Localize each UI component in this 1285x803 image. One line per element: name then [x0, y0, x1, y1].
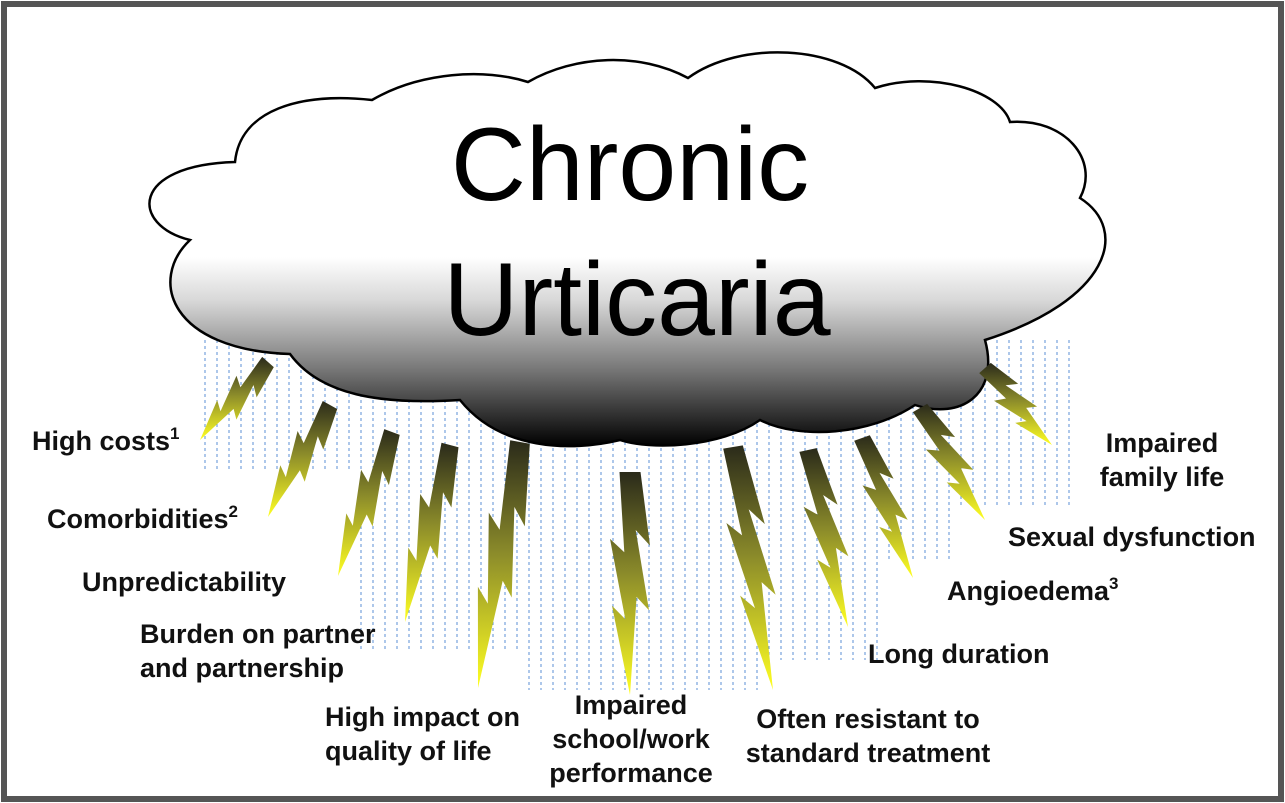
title-line-2: Urticaria: [443, 242, 830, 358]
label-unpredictability: Unpredictability: [82, 567, 286, 597]
title-line-1: Chronic: [451, 107, 809, 223]
label-sexual-dysfunction: Sexual dysfunction: [1008, 522, 1256, 552]
label-angioedema: Angioedema3: [947, 574, 1119, 606]
label-long-duration: Long duration: [868, 639, 1049, 669]
label-high-costs: High costs1: [32, 424, 180, 456]
label-comorbidities: Comorbidities2: [47, 502, 238, 534]
